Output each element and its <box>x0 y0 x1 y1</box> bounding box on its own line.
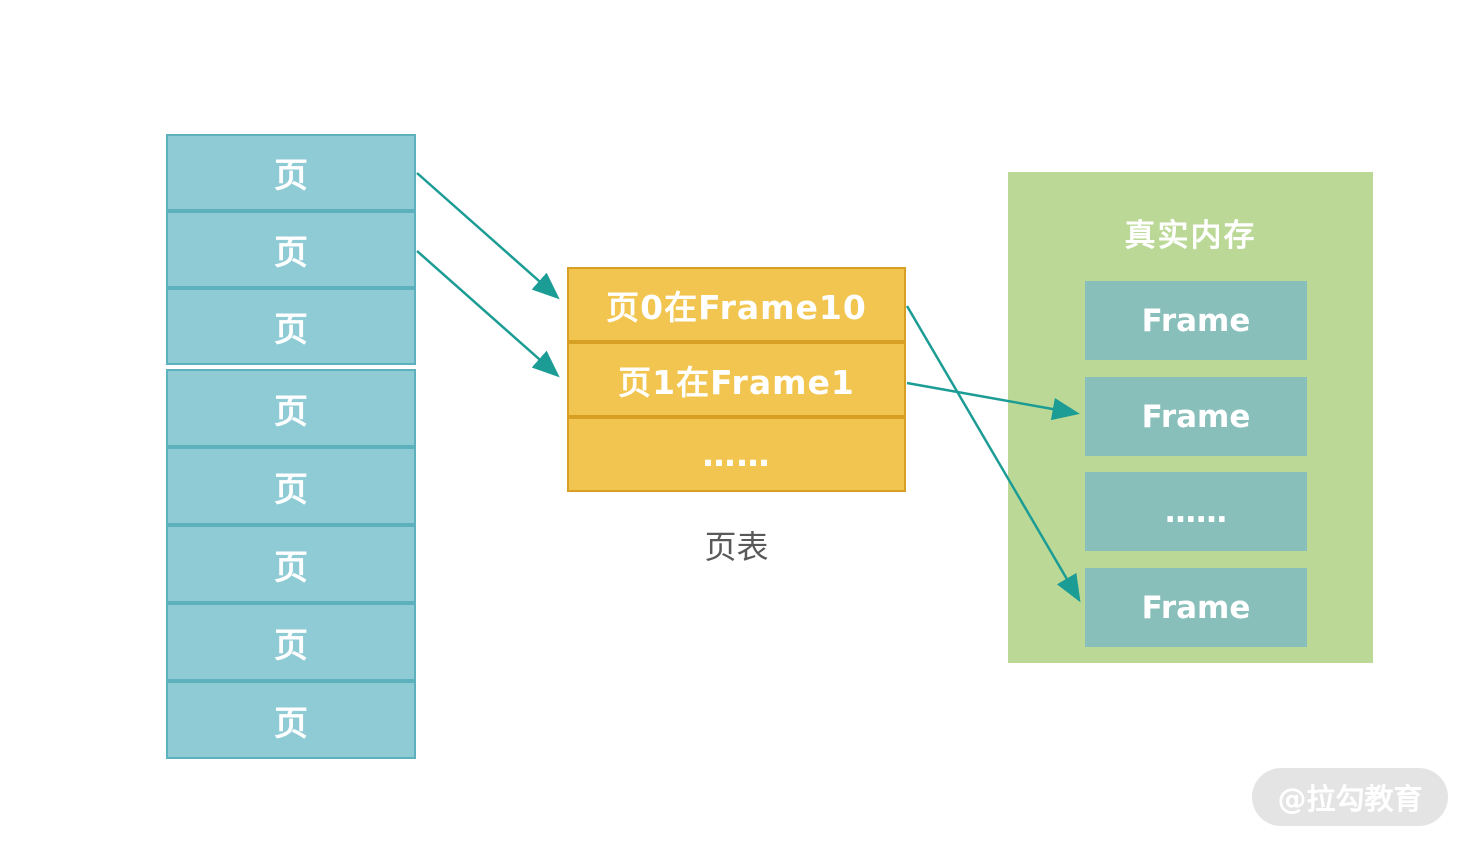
page-table: 页0在Frame10 页1在Frame1 …… <box>567 267 906 492</box>
frame-cell: Frame <box>1085 281 1307 360</box>
frame-cell: …… <box>1085 472 1307 551</box>
arrow-page1-to-pagetable <box>416 250 560 378</box>
watermark-text: @拉勾教育 <box>1277 782 1423 816</box>
page-cell: 页 <box>166 134 416 211</box>
real-memory-box: 真实内存 Frame Frame …… Frame <box>1008 172 1373 663</box>
page-cell: 页 <box>166 603 416 681</box>
page-stack-group-a: 页 页 页 <box>166 134 416 365</box>
page-cell: 页 <box>166 211 416 288</box>
page-table-row: 页0在Frame10 <box>567 267 906 342</box>
frame-cell: Frame <box>1085 568 1307 647</box>
watermark-badge: @拉勾教育 <box>1252 768 1448 826</box>
page-table-caption: 页表 <box>704 528 769 566</box>
frame-cell: Frame <box>1085 377 1307 456</box>
page-cell: 页 <box>166 369 416 447</box>
page-table-row: 页1在Frame1 <box>567 342 906 417</box>
real-memory-title: 真实内存 <box>1124 218 1257 254</box>
page-cell: 页 <box>166 525 416 603</box>
page-cell: 页 <box>166 681 416 759</box>
page-cell: 页 <box>166 447 416 525</box>
page-cell: 页 <box>166 288 416 365</box>
page-stack-group-b: 页 页 页 页 页 <box>166 369 416 759</box>
arrow-page0-to-pagetable <box>416 172 560 300</box>
page-table-row: …… <box>567 417 906 492</box>
